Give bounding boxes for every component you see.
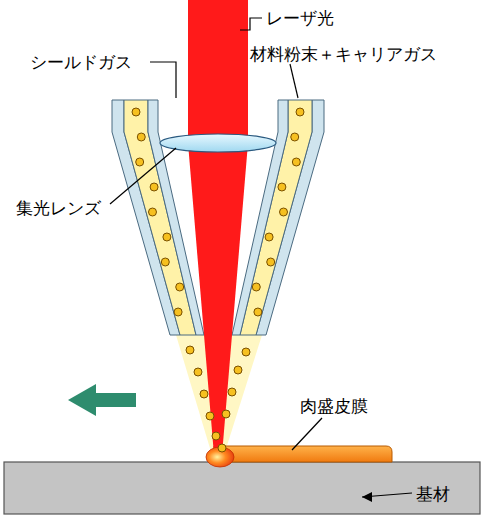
powder-particle [291, 133, 299, 141]
powder-particle [200, 390, 208, 398]
powder-particle [267, 258, 275, 266]
powder-particle [280, 208, 288, 216]
powder-particle [148, 208, 156, 216]
powder-particle [163, 233, 171, 241]
powder-particle [254, 308, 262, 316]
powder-particles [132, 108, 304, 452]
powder-particle [234, 366, 242, 374]
powder-particle [174, 308, 182, 316]
powder-particle [206, 412, 214, 420]
focus-lens [160, 134, 276, 152]
leader-arrowhead [362, 492, 372, 502]
leader-line [290, 64, 298, 98]
laser-beam [188, 0, 248, 143]
leader-line [110, 148, 176, 204]
laser-beam-focus [188, 143, 248, 455]
powder-particle [265, 233, 273, 241]
powder-particle [136, 158, 144, 166]
part-label: レーザ光 [266, 8, 334, 28]
substrate [4, 462, 480, 514]
part-label: シールドガス [30, 52, 132, 72]
part-label: 基材 [416, 484, 450, 504]
powder-particle [186, 346, 194, 354]
deposit-layer [214, 446, 392, 462]
powder-particle [150, 183, 158, 191]
powder-particle [292, 158, 300, 166]
part-label: 集光レンズ [16, 198, 101, 218]
powder-particle [194, 368, 202, 376]
powder-particle [212, 432, 220, 440]
part-label: 材料粉末＋キャリアガス [250, 44, 437, 64]
powder-particle [242, 348, 250, 356]
powder-particle [161, 258, 169, 266]
powder-particle [228, 388, 236, 396]
leader-line [292, 418, 322, 450]
powder-particle [252, 283, 260, 291]
powder-particle [176, 283, 184, 291]
powder-particle [137, 133, 145, 141]
powder-particle [296, 108, 304, 116]
powder-particle [132, 108, 140, 116]
leader-line [150, 62, 176, 98]
part-label: 肉盛皮膜 [300, 396, 368, 416]
powder-particle [218, 444, 226, 452]
powder-particle [278, 183, 286, 191]
traverse-arrow [68, 384, 136, 416]
powder-particle [222, 410, 230, 418]
leader-line [240, 18, 262, 30]
